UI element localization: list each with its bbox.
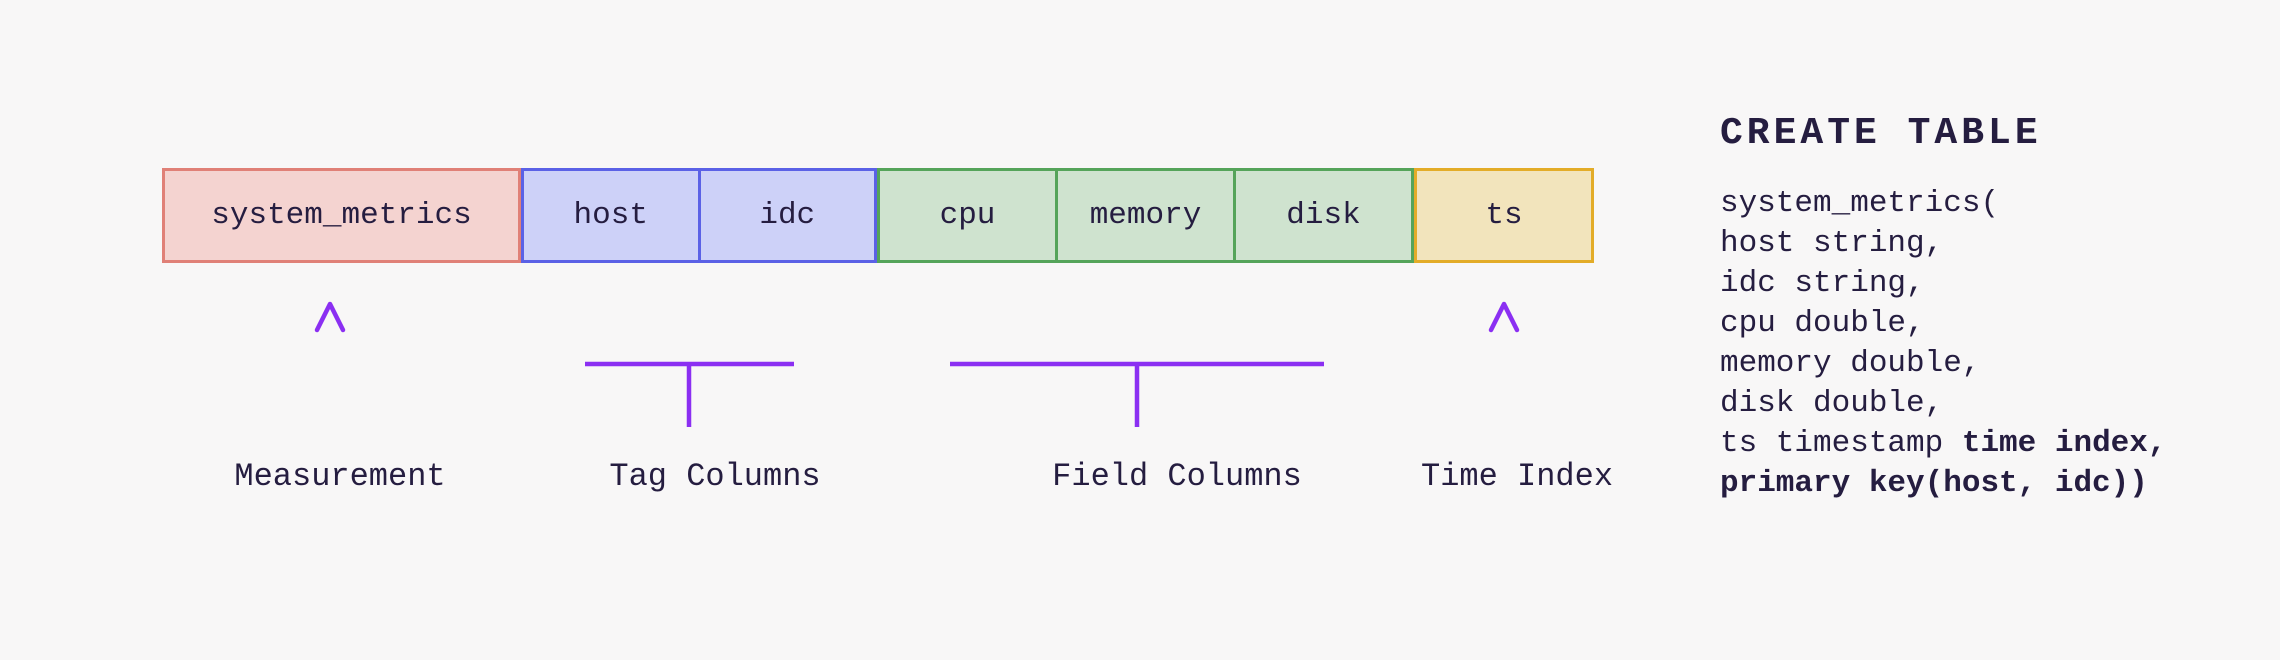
sql-line: primary key(host, idc)): [1720, 466, 2148, 501]
sql-line: memory double,: [1720, 346, 1981, 381]
sql-heading: CREATE TABLE: [1720, 112, 2042, 155]
sql-line: system_metrics(: [1720, 186, 2000, 221]
sql-line: idc string,: [1720, 266, 1925, 301]
tag-column-idc: idc: [697, 171, 875, 260]
measurement-box-label: system_metrics: [211, 198, 472, 233]
tag-columns-group: host idc: [521, 168, 877, 263]
time-index-arrow-icon: [1488, 301, 1520, 436]
label-tag-columns: Tag Columns: [609, 458, 821, 495]
field-column-disk: disk: [1233, 171, 1411, 260]
sql-line: ts timestamp time index,: [1720, 426, 2167, 461]
tag-columns-bracket-icon: [584, 299, 795, 427]
time-index-box: ts: [1414, 168, 1594, 263]
sql-code: system_metrics(host string, idc string, cp…: [1720, 184, 2166, 504]
sql-line: cpu double,: [1720, 306, 1925, 341]
sql-line: host string,: [1720, 226, 1944, 261]
label-measurement: Measurement: [234, 458, 446, 495]
field-columns-bracket-icon: [949, 299, 1325, 427]
sql-line: disk double,: [1720, 386, 1944, 421]
label-time-index: Time Index: [1420, 458, 1614, 495]
measurement-arrow-icon: [314, 301, 346, 436]
label-field-columns: Field Columns: [1052, 458, 1302, 495]
measurement-box: system_metrics: [162, 168, 521, 263]
field-column-cpu: cpu: [939, 198, 996, 233]
time-index-box-label: ts: [1485, 198, 1523, 233]
tag-column-host: host: [573, 198, 648, 233]
field-column-memory: memory: [1055, 171, 1233, 260]
